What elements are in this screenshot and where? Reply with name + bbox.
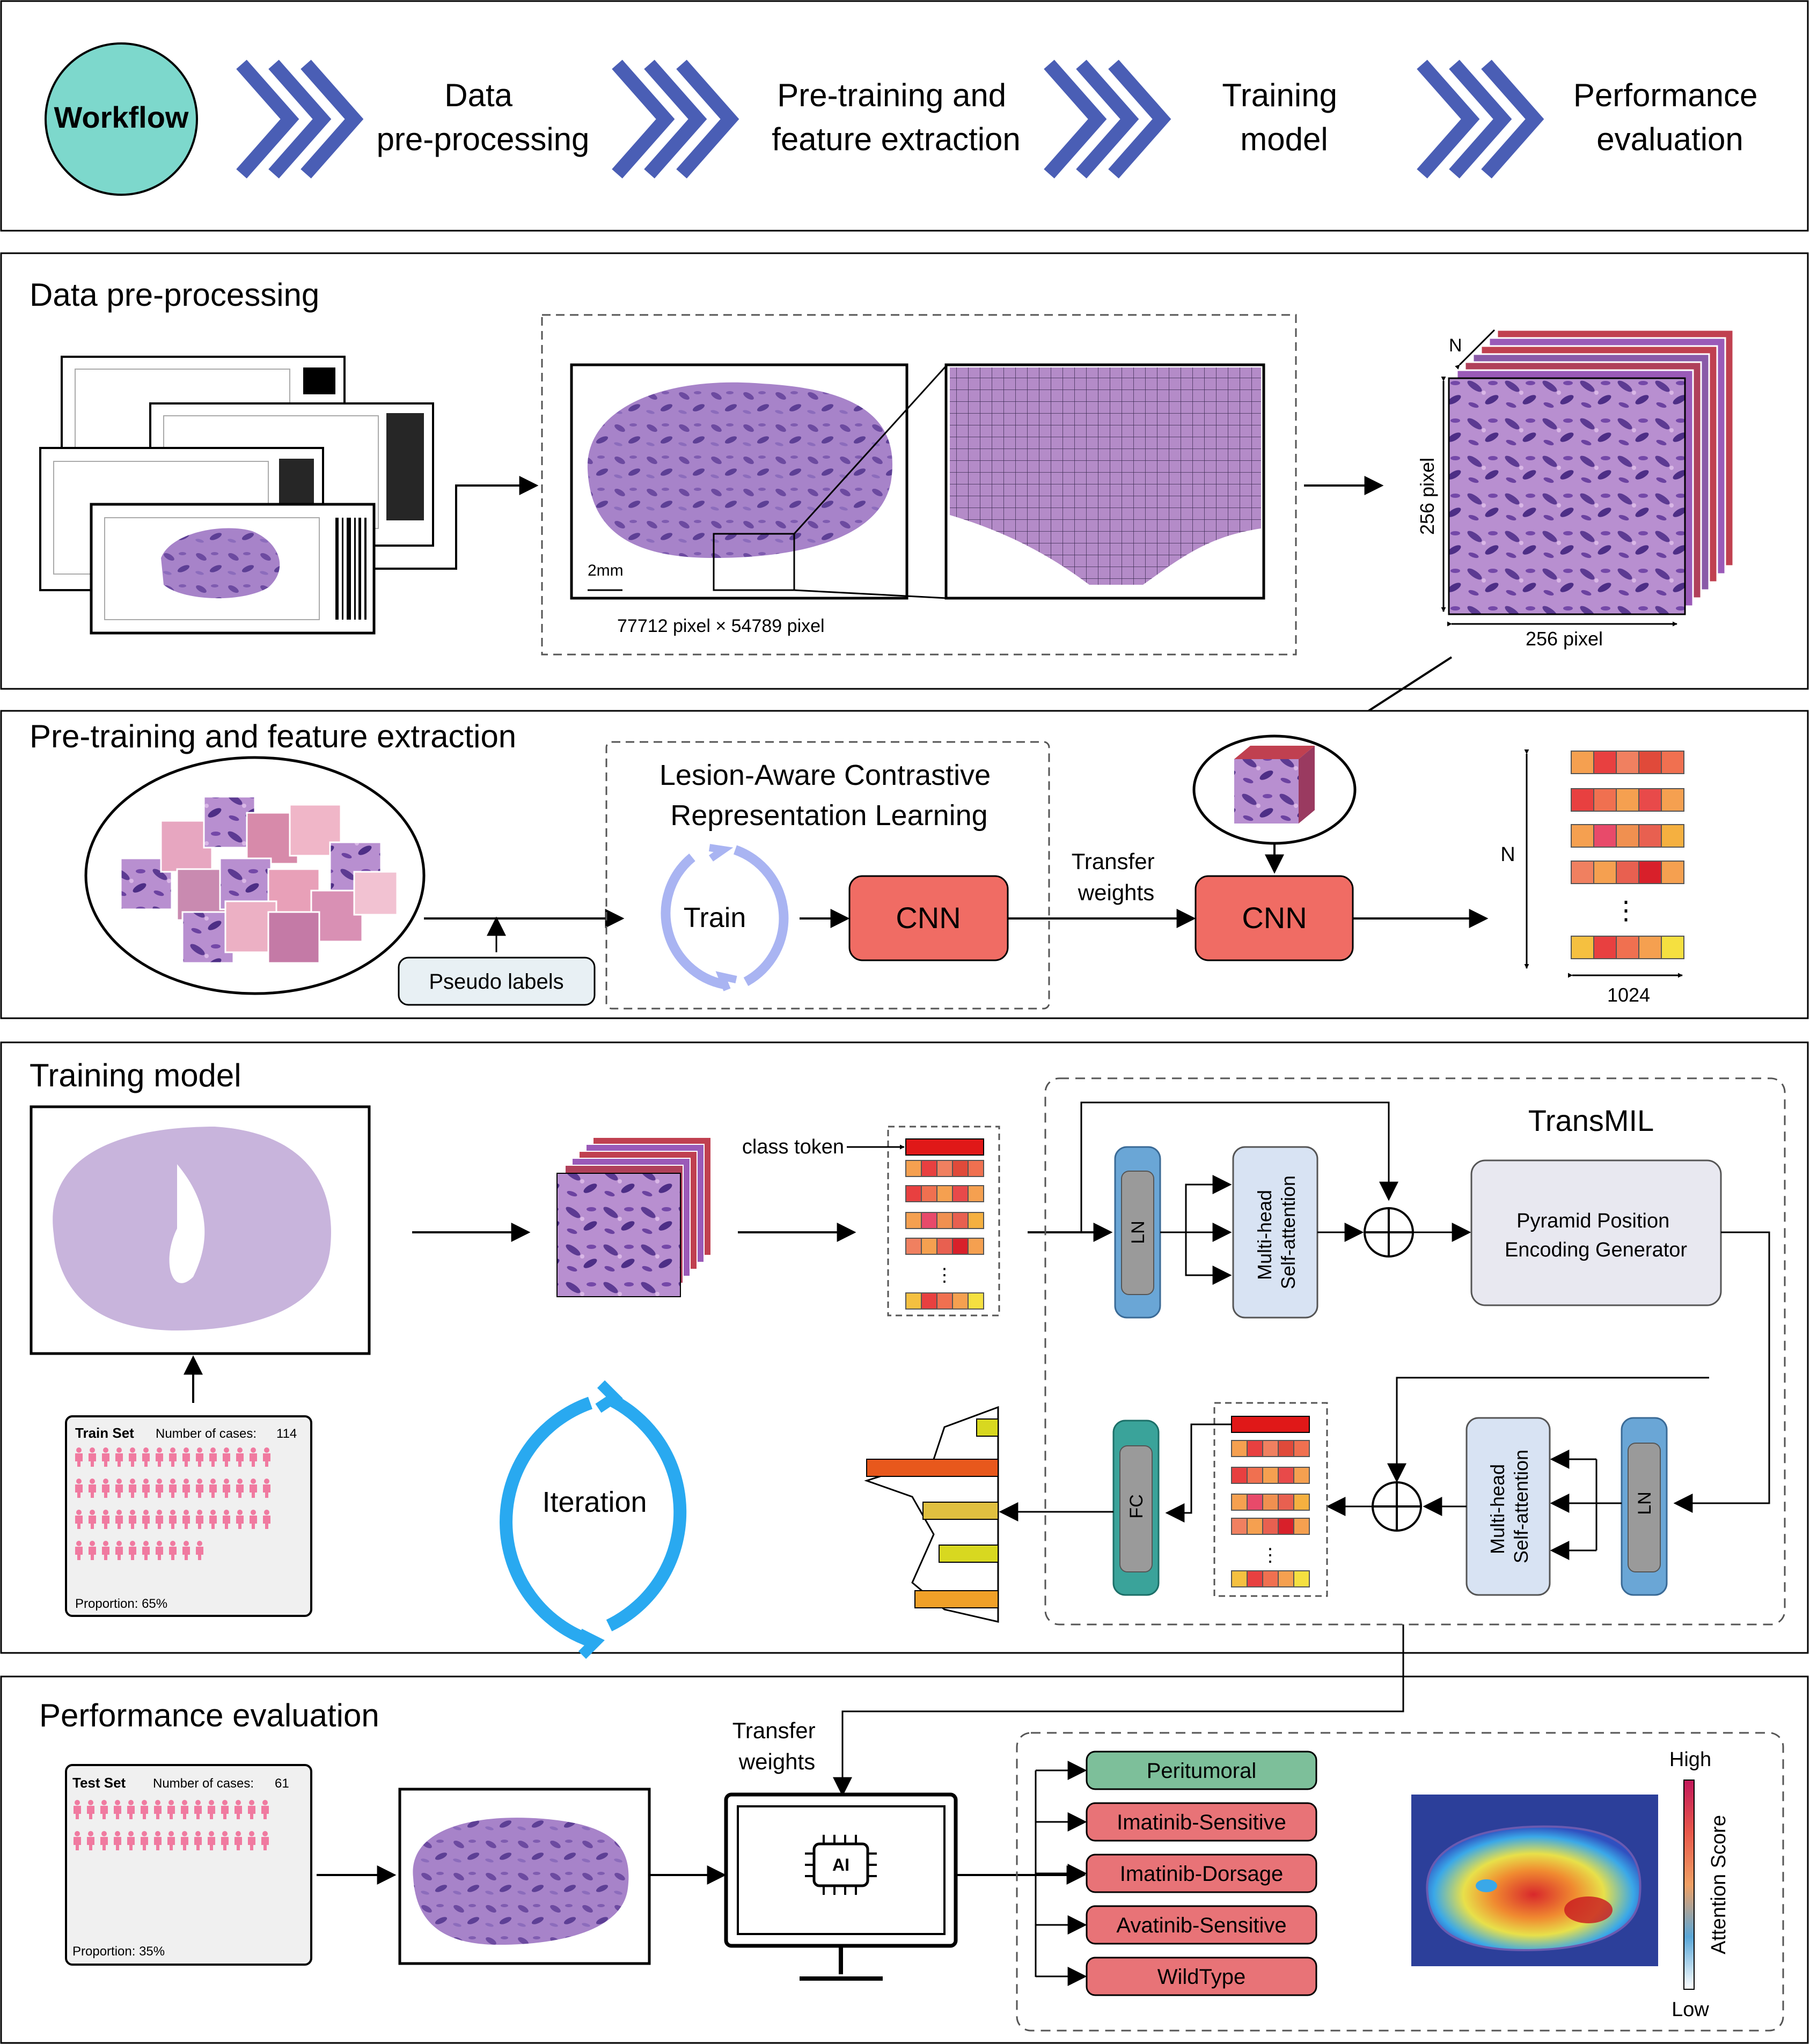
output-class-label: Peritumoral	[1147, 1759, 1257, 1783]
output-class-label: Avatinib-Sensitive	[1116, 1914, 1286, 1937]
wsi-thumbnail: 2mm	[570, 363, 908, 600]
feature-ellipsis: ⋮	[1613, 896, 1639, 925]
ppeg-block: Pyramid Position Encoding Generator	[1470, 1159, 1722, 1306]
mhsa-block-2: Multi-head Self-attention	[1465, 1417, 1551, 1596]
fc-block: FC	[1112, 1420, 1160, 1596]
colorbar-title: Attention Score	[1708, 1815, 1730, 1954]
pseudo-labels-label: Pseudo labels	[429, 970, 563, 994]
output-class-box	[1086, 1905, 1317, 1945]
train-cycle: Train	[661, 844, 789, 991]
ln-block-2: LN	[1621, 1417, 1668, 1596]
test-wsi	[398, 1788, 651, 1965]
feature-dim-label: 1024	[1607, 984, 1650, 1006]
transmil-label: TransMIL	[1528, 1104, 1654, 1137]
output-class-label: Imatinib-Dorsage	[1120, 1862, 1284, 1886]
training-patch-stack	[556, 1137, 712, 1297]
patch-stack	[1448, 329, 1734, 615]
colorbar-low: Low	[1672, 1998, 1709, 2021]
output-class-label: Imatinib-Sensitive	[1117, 1811, 1286, 1834]
training-wsi	[30, 1105, 371, 1355]
ln-label-1: LN	[1128, 1220, 1148, 1244]
workflow-step-3: Training model	[1222, 77, 1346, 157]
training-title: Training model	[30, 1057, 241, 1093]
train-set-card: Train Set Number of cases: 114 Proportio…	[65, 1415, 312, 1617]
chevron-icon-3	[1044, 60, 1171, 179]
train-set-cases: 114	[276, 1427, 297, 1441]
pretraining-title: Pre-training and feature extraction	[30, 718, 516, 754]
token-ellipsis-2: ⋮	[1261, 1545, 1279, 1565]
prediction-outputs: PeritumoralImatinib-SensitiveImatinib-Do…	[1036, 1751, 1317, 1996]
evaluation-title: Performance evaluation	[39, 1697, 379, 1733]
token-ellipsis: ⋮	[935, 1265, 954, 1285]
feature-count-label: N	[1500, 843, 1515, 866]
chevron-icon-1	[236, 60, 364, 179]
feature-matrix	[1571, 751, 1684, 959]
ai-chip-icon: AI	[805, 1835, 877, 1895]
stack-count-label: N	[1449, 335, 1462, 356]
token-matrix	[905, 1138, 984, 1310]
iteration-label: Iteration	[542, 1486, 647, 1518]
train-label: Train	[684, 902, 746, 933]
output-class-box	[1086, 1854, 1317, 1893]
cnn-label-pretrain: CNN	[896, 901, 961, 935]
workflow-badge: Workflow	[45, 42, 198, 196]
preprocessing-title: Data pre-processing	[30, 277, 319, 313]
test-set-cases: 61	[275, 1776, 289, 1791]
patch-width-label: 256 pixel	[1526, 628, 1603, 650]
transfer-weights-label: Transfer weights	[1072, 849, 1161, 905]
eval-transfer-weights: Transfer weights	[732, 1718, 822, 1774]
workflow-step-2: Pre-training and feature extraction	[772, 77, 1021, 157]
workflow-badge-label: Workflow	[54, 100, 189, 134]
workflow-step-1: Data pre-processing	[377, 77, 590, 157]
test-set-cases-label: Number of cases:	[153, 1776, 254, 1791]
mhsa-label-1: Multi-head Self-attention	[1254, 1175, 1299, 1289]
test-set-proportion: Proportion: 35%	[72, 1944, 165, 1959]
cnn-label-extract: CNN	[1242, 901, 1307, 935]
output-class-label: WildType	[1157, 1965, 1246, 1989]
colorbar-high: High	[1669, 1748, 1711, 1771]
attention-colorbar: High Low Attention Score	[1669, 1748, 1730, 2021]
method-title: Lesion-Aware Contrastive Representation …	[659, 759, 999, 832]
chevron-icon-2	[612, 60, 739, 179]
token-matrix-2	[1231, 1416, 1310, 1587]
add-icon-2	[1372, 1481, 1422, 1532]
wsi-size-label: 77712 pixel × 54789 pixel	[617, 616, 825, 636]
ppeg-label: Pyramid Position Encoding Generator	[1505, 1210, 1687, 1261]
scale-bar-label: 2mm	[588, 562, 624, 579]
ai-monitor: AI	[724, 1792, 958, 1981]
output-class-box	[1086, 1957, 1317, 1996]
patch-cube	[1192, 734, 1357, 845]
patch-collage	[84, 756, 426, 995]
chevron-icon-4	[1417, 60, 1544, 179]
cnn-block-pretrain: CNN	[848, 875, 1009, 961]
class-token-label: class token	[742, 1136, 844, 1158]
patch-height-label: 256 pixel	[1416, 458, 1438, 535]
ai-chip-label: AI	[832, 1855, 849, 1874]
train-set-cases-label: Number of cases:	[156, 1427, 257, 1441]
output-histogram	[864, 1406, 999, 1623]
pseudo-labels-box: Pseudo labels	[398, 957, 596, 1006]
mhsa-label-2: Multi-head Self-attention	[1486, 1450, 1532, 1563]
attention-heatmap	[1411, 1795, 1658, 1966]
output-class-box	[1086, 1751, 1317, 1790]
output-class-box	[1086, 1802, 1317, 1842]
mhsa-block-1: Multi-head Self-attention	[1232, 1146, 1318, 1319]
cnn-block-extract: CNN	[1195, 875, 1354, 961]
train-set-title: Train Set	[75, 1425, 134, 1441]
add-icon-1	[1364, 1207, 1414, 1258]
fc-label: FC	[1126, 1494, 1147, 1518]
test-set-card: Test Set Number of cases: 61 Proportion:…	[65, 1764, 312, 1966]
grid-zoom-view	[944, 363, 1265, 600]
train-set-proportion: Proportion: 65%	[75, 1597, 167, 1611]
ln-block-1: LN	[1114, 1146, 1161, 1319]
test-set-title: Test Set	[72, 1775, 126, 1791]
slide-stack	[39, 356, 434, 635]
ln-label-2: LN	[1635, 1491, 1655, 1514]
workflow-step-4: Performance evaluation	[1573, 77, 1767, 157]
iteration-cycle: Iteration	[500, 1380, 687, 1659]
